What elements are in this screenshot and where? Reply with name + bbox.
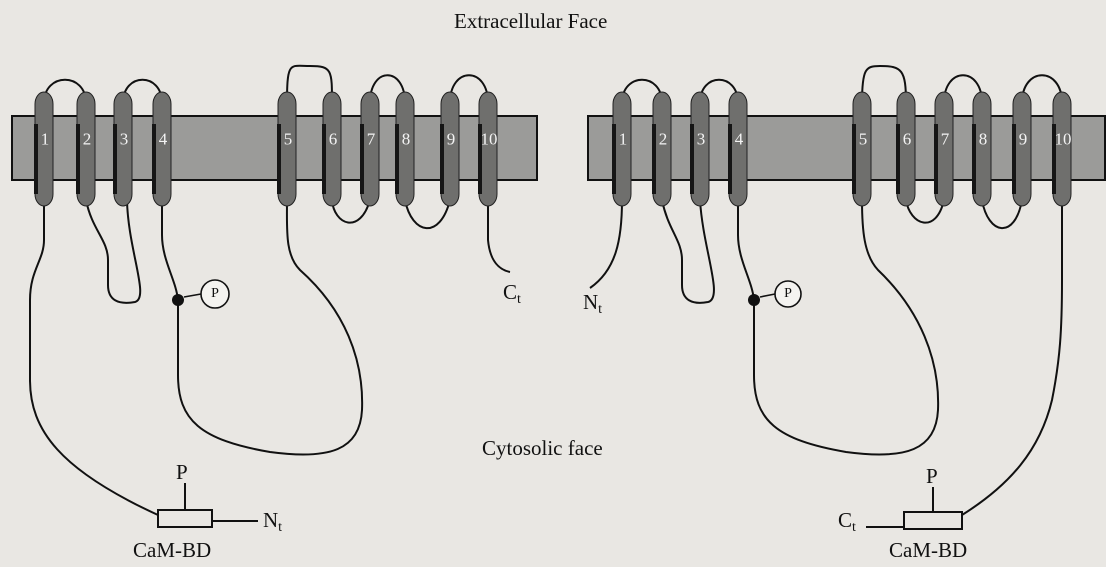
left-segment-number: 4 bbox=[159, 131, 168, 148]
left-c-terminus: Ct bbox=[503, 282, 521, 307]
right-segment-number: 2 bbox=[659, 131, 668, 148]
left-helix-edge-1 bbox=[34, 124, 38, 194]
left-helix-edge-9 bbox=[440, 124, 444, 194]
left-helix-edge-4 bbox=[152, 124, 156, 194]
left-segment-number: 2 bbox=[83, 131, 92, 148]
phospho-dot bbox=[172, 294, 184, 306]
right-helix-edge-3 bbox=[690, 124, 694, 194]
right-helix-edge-5 bbox=[852, 124, 856, 194]
left-segment-number: 1 bbox=[41, 131, 50, 148]
left-segment-number: 9 bbox=[447, 131, 456, 148]
extracellular-label: Extracellular Face bbox=[454, 11, 607, 32]
left-helix-edge-5 bbox=[277, 124, 281, 194]
right-helix-edge-8 bbox=[972, 124, 976, 194]
right-loop-phospho-label: P bbox=[784, 287, 792, 301]
right-segment-number: 9 bbox=[1019, 131, 1028, 148]
right-helix-edge-2 bbox=[652, 124, 656, 194]
right-phospho-site bbox=[748, 281, 801, 307]
right-cambd-box bbox=[866, 487, 962, 529]
right-c-terminus: Ct bbox=[838, 510, 856, 535]
left-helix-edge-8 bbox=[395, 124, 399, 194]
left-segment-number: 5 bbox=[284, 131, 293, 148]
right-helix-edge-4 bbox=[728, 124, 732, 194]
right-segment-number: 6 bbox=[903, 131, 912, 148]
right-helix-edge-9 bbox=[1012, 124, 1016, 194]
left-helix-edge-6 bbox=[322, 124, 326, 194]
right-n-terminus: Nt bbox=[583, 292, 602, 317]
right-segment-number: 10 bbox=[1055, 131, 1072, 148]
left-n-terminus: Nt bbox=[263, 510, 282, 535]
left-cambd-label: CaM-BD bbox=[133, 540, 211, 561]
left-phospho-site bbox=[172, 280, 229, 308]
left-segment-number: 3 bbox=[120, 131, 129, 148]
right-cambd-phospho-label: P bbox=[926, 466, 938, 487]
left-segment-number: 7 bbox=[367, 131, 376, 148]
left-cambd-box bbox=[158, 483, 258, 527]
left-segment-number: 10 bbox=[481, 131, 498, 148]
right-segment-number: 5 bbox=[859, 131, 868, 148]
cytosolic-label: Cytosolic face bbox=[482, 438, 603, 459]
left-helix-edge-3 bbox=[113, 124, 117, 194]
left-helix-edge-7 bbox=[360, 124, 364, 194]
phospho-dot bbox=[748, 294, 760, 306]
left-segment-number: 8 bbox=[402, 131, 411, 148]
left-cambd-phospho-label: P bbox=[176, 462, 188, 483]
right-segment-number: 3 bbox=[697, 131, 706, 148]
right-segment-number: 8 bbox=[979, 131, 988, 148]
right-cambd-label: CaM-BD bbox=[889, 540, 967, 561]
left-loop-phospho-label: P bbox=[211, 287, 219, 301]
right-segment-number: 4 bbox=[735, 131, 744, 148]
right-helix-edge-6 bbox=[896, 124, 900, 194]
right-helix-edge-7 bbox=[934, 124, 938, 194]
right-segment-number: 7 bbox=[941, 131, 950, 148]
right-segment-number: 1 bbox=[619, 131, 628, 148]
left-helix-edge-2 bbox=[76, 124, 80, 194]
right-helix-edge-1 bbox=[612, 124, 616, 194]
left-segment-number: 6 bbox=[329, 131, 338, 148]
